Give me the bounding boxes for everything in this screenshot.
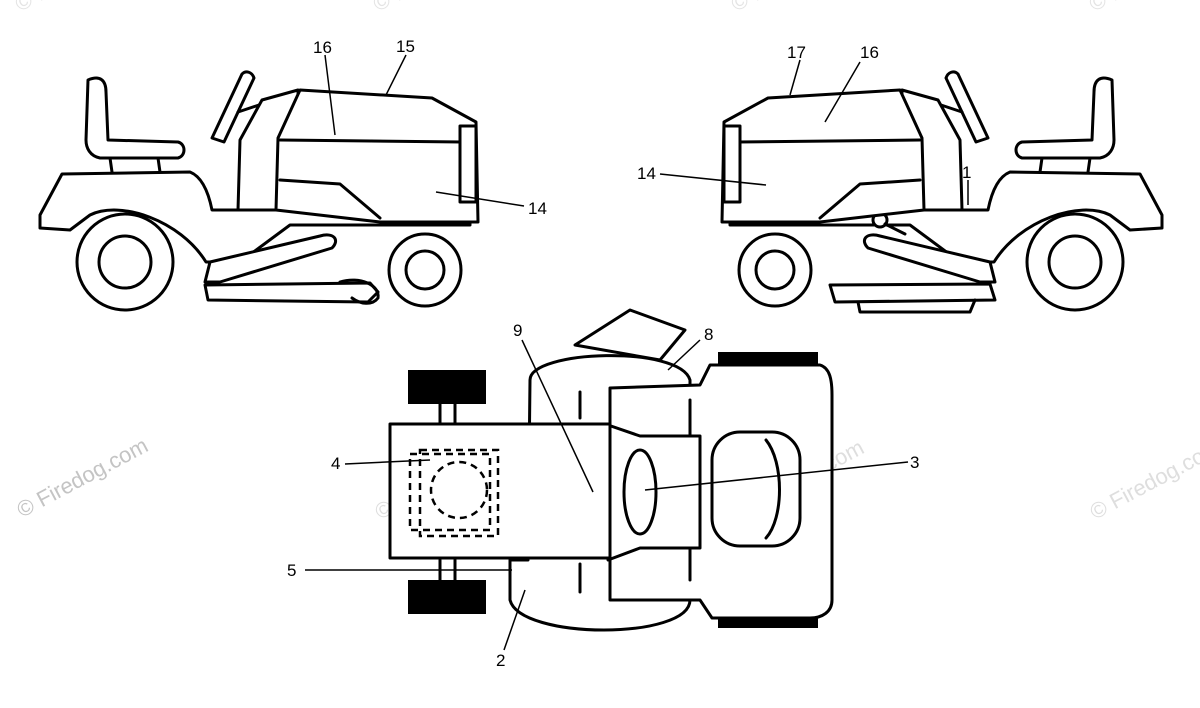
hood-crease [278,138,464,144]
steering-wheel [944,70,990,144]
rear-wheel [1025,212,1125,312]
leader-line [521,339,594,493]
mower-deck [203,281,380,304]
seat [710,430,802,548]
callout-label: 1 [962,163,971,182]
rear-fender [728,170,1164,264]
hood-side-panel [278,178,382,220]
hood-crease [736,138,922,144]
seat-post [108,156,162,174]
front-wheel-hub [754,249,796,291]
rear-wheel-hub [1047,234,1103,290]
callout-label: 4 [331,454,340,473]
leader-line [659,173,767,186]
mower-deck [828,282,997,304]
leader-line [503,589,526,651]
seat [84,76,186,160]
hood [274,88,480,224]
steering-wheel [622,448,658,536]
tractor-left-side-view [38,54,525,312]
callout-label: 9 [513,321,522,340]
deck-skirt [856,298,977,314]
leader-line [824,61,861,123]
watermark-text: © Firedog.com [1085,0,1200,16]
callout-label: 8 [704,325,713,344]
seat [1014,76,1116,160]
front-wheel-hub [404,249,446,291]
leader-line [789,59,801,96]
callout-label: 5 [287,561,296,580]
leader-line [435,191,525,207]
watermark-text: © Firedog.com [13,432,152,522]
lift-lever [883,222,907,236]
callout-label: 16 [313,38,332,57]
footrest [203,233,337,284]
air-filter-outline [429,460,489,520]
front-tire-bottom [408,580,486,614]
leader-line [324,54,336,136]
rear-fender [38,170,472,264]
watermark-text: © Firedog.com [727,0,866,16]
callout-label: 15 [396,37,415,56]
seat-back [764,438,781,540]
rear-wheel-hub [97,234,153,290]
engine-outline [408,452,492,532]
grille [458,124,478,204]
discharge-chute [338,278,380,305]
hood-side-panel [818,178,922,220]
front-tire-top [408,370,486,404]
steering-wheel [210,70,256,144]
hood [720,88,926,224]
leader-line [344,459,431,465]
tractor-right-side-view [659,59,1164,314]
watermark-text: © Firedog.com [11,0,150,16]
leader-line [667,339,701,371]
seat-post [1038,156,1092,174]
footrest [863,233,997,284]
leader-line [385,54,407,96]
tractor-top-view [305,308,909,651]
hood [388,422,612,560]
callout-label: 2 [496,651,505,670]
front-wheel [737,232,813,308]
grille [722,124,742,204]
discharge-chute [573,308,687,362]
watermark-text: © Firedog.com [369,0,508,16]
front-wheel [387,232,463,308]
callout-label: 16 [860,43,879,62]
callout-label: 3 [910,453,919,472]
callout-label: 14 [637,164,656,183]
leader-line [644,461,909,491]
watermark-text: © Firedog.com [1086,434,1200,524]
callout-label: 14 [528,199,547,218]
callout-label: 17 [787,43,806,62]
engine-outline [418,448,500,538]
rear-wheel [75,212,175,312]
